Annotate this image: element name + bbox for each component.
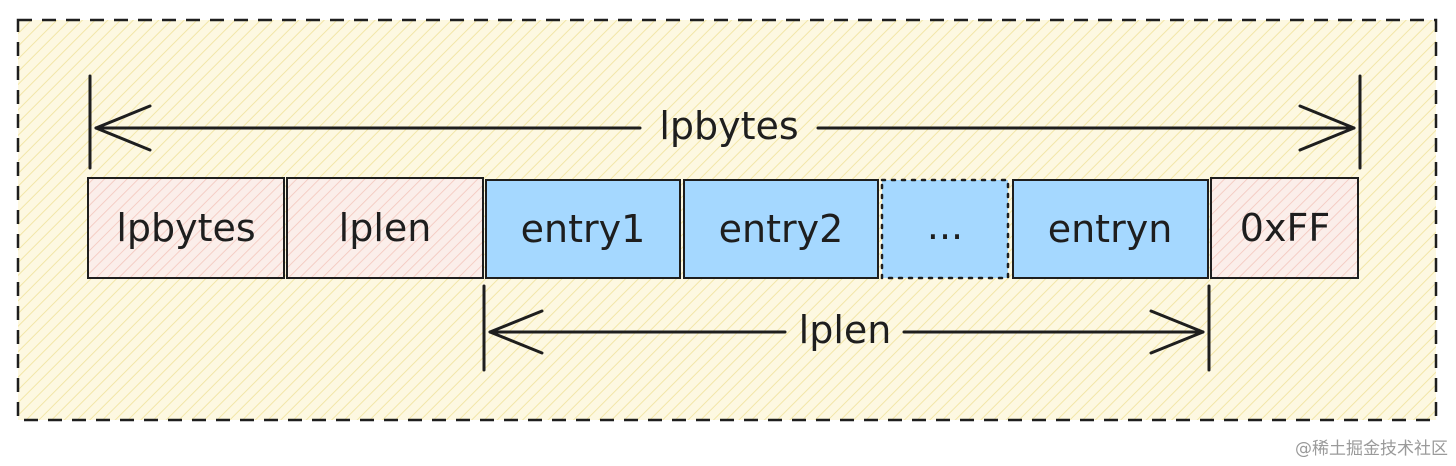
- cell-label: lpbytes: [116, 206, 255, 250]
- cell-entry1: entry1: [485, 179, 681, 279]
- cell-label: 0xFF: [1240, 206, 1330, 250]
- cell-label: entry2: [719, 207, 844, 251]
- watermark: @稀土掘金技术社区: [1295, 439, 1448, 459]
- top-arrow-head-right: [1298, 104, 1356, 152]
- cell-entry2: entry2: [683, 179, 879, 279]
- cell-row: lpbytes lplen entry1 entry2 ... entryn: [87, 177, 1359, 280]
- cell-lplen: lplen: [286, 177, 484, 279]
- top-arrow-head-left: [94, 104, 152, 152]
- bottom-arrow-head-right: [1149, 309, 1205, 355]
- cell-label: ...: [927, 204, 963, 248]
- bottom-arrow-head-left: [488, 309, 544, 355]
- top-dimension-arrow: [88, 74, 1362, 170]
- cell-label: lplen: [339, 206, 432, 250]
- cell-lpbytes: lpbytes: [87, 177, 285, 279]
- bottom-dimension-arrow: [482, 284, 1211, 372]
- top-dimension-label: lpbytes: [659, 104, 798, 148]
- cell-label: entry1: [521, 207, 646, 251]
- cell-end-marker: 0xFF: [1210, 177, 1359, 279]
- cell-label: entryn: [1048, 207, 1173, 251]
- bottom-dimension-label: lplen: [799, 308, 892, 352]
- cell-entryn: entryn: [1012, 179, 1209, 279]
- cell-ellipsis: ...: [880, 178, 1010, 280]
